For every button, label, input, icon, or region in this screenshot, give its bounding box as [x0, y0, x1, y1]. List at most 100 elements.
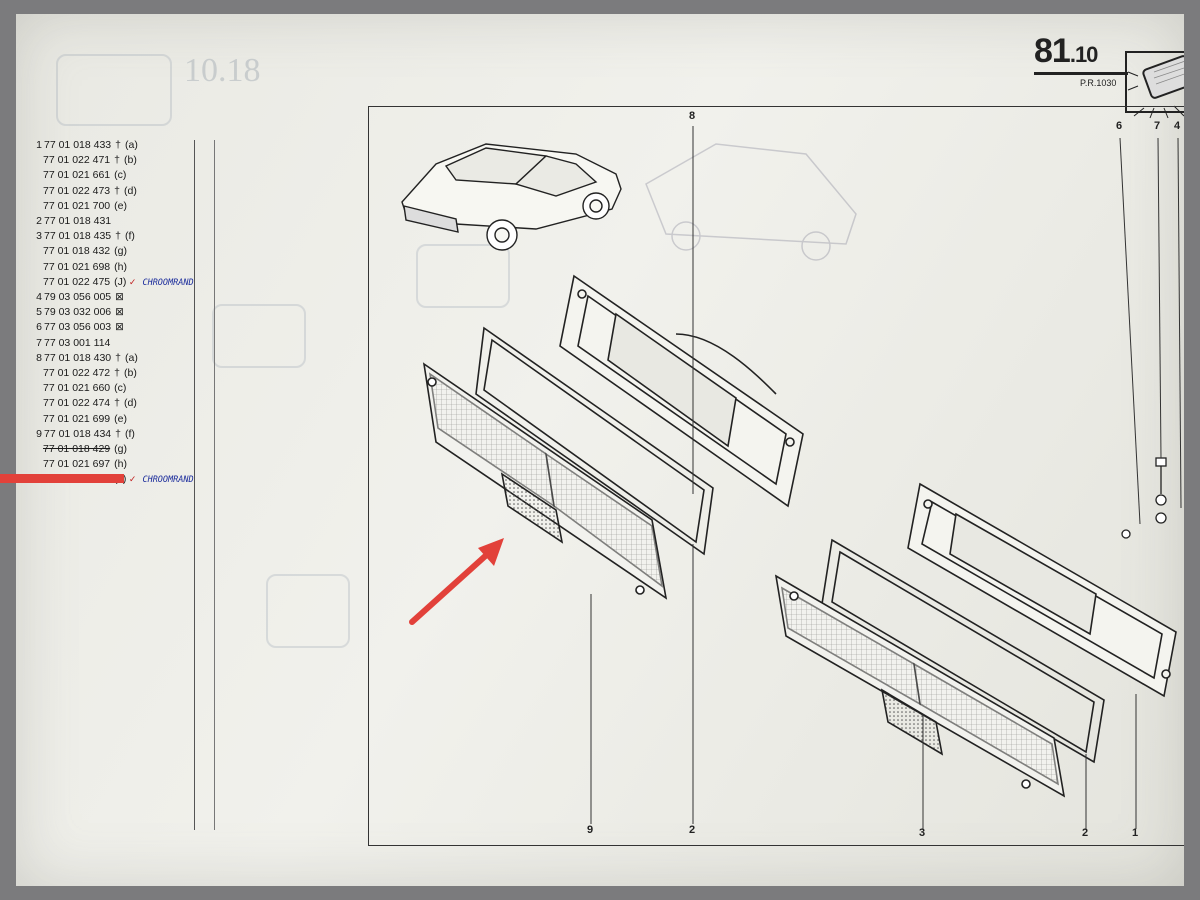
- item-number: 1: [36, 139, 42, 151]
- variant-code: (g): [114, 245, 127, 258]
- item-number: 3: [36, 230, 42, 243]
- handwritten-note: CHROOMRAND: [142, 475, 194, 486]
- variant-code: (e): [114, 199, 127, 212]
- parts-list-row: 77 01 018 432(g): [43, 244, 127, 258]
- part-number: 77 01 022 473: [43, 184, 111, 197]
- ghost-shape: [416, 244, 510, 308]
- item-number: 5: [36, 306, 42, 319]
- callout-number: 6: [1116, 120, 1123, 132]
- parts-list-row: 77 01 021 699(e): [43, 412, 127, 426]
- ghost-shape: [266, 574, 350, 648]
- item-number: 7: [36, 336, 42, 349]
- exploded-diagram: [401, 126, 1182, 829]
- column-divider: [214, 140, 215, 830]
- callout-number: 9: [587, 824, 594, 836]
- red-highlight-marker: [0, 474, 124, 483]
- dagger-mark: †: [115, 139, 121, 151]
- parts-list-row: 77 01 021 698(h): [43, 260, 127, 274]
- parts-list-row: 77 01 018 429(g): [43, 442, 127, 456]
- part-number: 77 01 018 435: [44, 230, 112, 243]
- dagger-mark: †: [114, 397, 120, 410]
- variant-code: (g): [114, 443, 127, 455]
- variant-code: (c): [114, 382, 127, 395]
- dagger-mark: †: [115, 351, 121, 364]
- parts-list-row: 77 01 022 473† (d): [43, 184, 137, 198]
- part-number: 77 01 021 697: [43, 458, 111, 471]
- lamp-lens-left: [422, 362, 668, 600]
- ghost-lamp-shape: [56, 54, 172, 126]
- part-number: 77 03 001 114: [44, 336, 111, 349]
- ghost-page-number: 10.18: [184, 52, 261, 89]
- part-number: 77 01 021 698: [43, 260, 111, 273]
- red-arrow-annotation: [409, 538, 504, 625]
- variant-code: (c): [114, 169, 127, 182]
- dagger-mark: †: [115, 230, 121, 243]
- handwritten-note: CHROOMRAND: [142, 277, 194, 288]
- variant-code: (h): [114, 458, 127, 471]
- check-mark: ✓: [126, 276, 137, 287]
- dagger-mark: †: [114, 154, 120, 167]
- parts-list-row: 77 01 022 475(J) ✓ CHROOMRAND: [43, 275, 194, 289]
- part-number: 77 01 021 699: [43, 412, 111, 425]
- variant-code: (b): [124, 367, 137, 379]
- item-number: 6: [36, 321, 42, 334]
- parts-list-row: 77 01 021 697(h): [43, 457, 127, 471]
- page-number-rule: [1034, 72, 1128, 75]
- callout-number: 4: [1174, 120, 1181, 132]
- boxed-x-icon: ⊠: [115, 321, 124, 334]
- page-number: 81.10: [1034, 32, 1098, 70]
- screw-and-nuts: [1121, 457, 1167, 539]
- parts-list-row: 77 01 021 700(e): [43, 199, 127, 213]
- dagger-mark: †: [114, 367, 120, 379]
- item-number: 4: [36, 291, 42, 303]
- part-number: 77 01 018 434: [44, 427, 112, 440]
- part-number: 79 03 056 005: [44, 291, 112, 303]
- lamp-housing-left: [559, 274, 804, 508]
- boxed-x-icon: ⊠: [115, 291, 124, 303]
- lamp-housing-right: [907, 482, 1177, 698]
- callout-number: 7: [1154, 120, 1161, 132]
- variant-code: (e): [114, 412, 127, 425]
- parts-list-row: 77 01 021 660(c): [43, 381, 126, 395]
- parts-list-row: 77 01 022 471†(b): [43, 153, 137, 167]
- part-number: 77 01 022 474: [43, 397, 111, 410]
- boxed-x-icon: ⊠: [115, 306, 124, 319]
- page-reference: P.R.1030: [1080, 78, 1117, 88]
- ghost-shape: [212, 304, 306, 368]
- lamp-gasket-right: [821, 538, 1105, 764]
- lamp-lens-right: [774, 574, 1066, 798]
- part-number: 77 01 021 661: [43, 169, 111, 182]
- lamp-gasket-left: [475, 326, 714, 556]
- variant-code: (d): [124, 397, 137, 410]
- parts-list-row: 77 01 021 661(c): [43, 168, 126, 182]
- item-number: 8: [36, 351, 42, 364]
- part-number: 77 03 056 003: [44, 321, 112, 334]
- check-mark: ✓: [126, 474, 137, 485]
- callout-number: 3: [919, 827, 926, 839]
- callout-number: 8: [689, 110, 696, 122]
- variant-code: (a): [125, 351, 138, 364]
- ghost-car-illustration: [645, 143, 857, 261]
- exploded-diagram-frame: [368, 106, 1184, 846]
- variant-code: (a): [125, 139, 138, 151]
- variant-code: (J): [114, 275, 127, 288]
- part-number: 77 01 018 430: [44, 351, 112, 364]
- callout-number: 2: [689, 824, 696, 836]
- item-number: 9: [36, 427, 42, 440]
- item-number: 2: [36, 215, 42, 227]
- part-number: 77 01 018 429: [43, 443, 111, 455]
- tail-lamp-icon: [1125, 51, 1184, 119]
- part-number: 77 01 022 475: [43, 275, 111, 288]
- column-divider: [194, 140, 195, 830]
- part-number: 77 01 018 433: [44, 139, 112, 151]
- variant-code: (d): [124, 184, 137, 197]
- dagger-mark: †: [114, 184, 120, 197]
